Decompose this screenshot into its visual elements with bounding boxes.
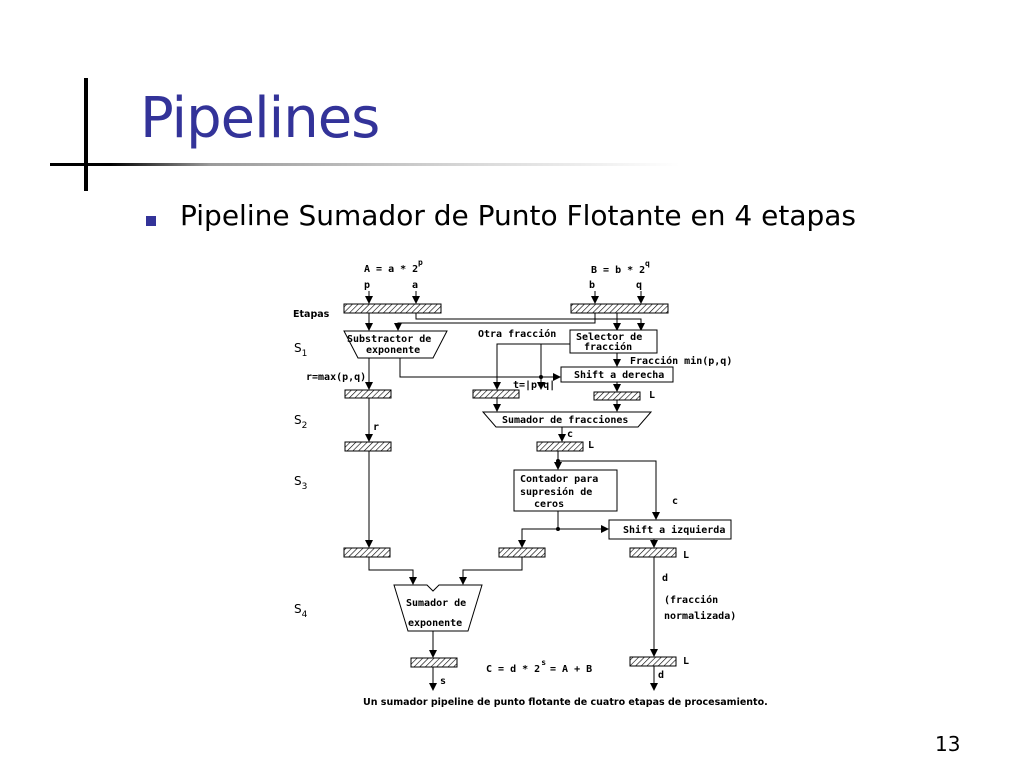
label-q: q bbox=[636, 280, 642, 291]
etapas-label: Etapas bbox=[293, 309, 330, 320]
sumador-exponente-block bbox=[393, 584, 483, 632]
s-label: s bbox=[440, 676, 446, 687]
t-eq-label: t=|p-q| bbox=[513, 380, 555, 391]
d-label-2: d bbox=[658, 670, 664, 681]
page-number: 13 bbox=[935, 732, 961, 756]
fraccion-normalizada-2: normalizada) bbox=[664, 610, 736, 622]
substractor-label-1: Substractor de bbox=[347, 334, 431, 345]
label-a: a bbox=[412, 280, 418, 291]
sumador-fracciones-block bbox=[481, 411, 653, 428]
fraccion-min-label: Fracción min(p,q) bbox=[630, 355, 732, 367]
d-label: d bbox=[662, 573, 668, 584]
L-label-3: L bbox=[683, 550, 689, 561]
shift-izquierda-block bbox=[608, 519, 732, 540]
sumador-fracciones-label: Sumador de fracciones bbox=[502, 414, 628, 426]
bullet-square-icon bbox=[146, 216, 156, 226]
arrow-contador-latch bbox=[518, 528, 558, 548]
substractor-exponente-block bbox=[343, 330, 448, 359]
latch-s1-otra bbox=[472, 389, 520, 399]
substractor-label-2: exponente bbox=[366, 345, 420, 356]
input-a-label: A = a * 2 bbox=[364, 264, 418, 275]
label-b: b bbox=[589, 280, 595, 291]
contador-label-1: Contador para bbox=[520, 474, 598, 485]
diagram-caption: Un sumador pipeline de punto flotante de… bbox=[363, 697, 768, 708]
vertical-accent-bar bbox=[84, 78, 88, 191]
label-p: p bbox=[364, 280, 370, 291]
input-b-label: B = b * 2 bbox=[591, 265, 645, 276]
stage-s4-label: S4 bbox=[294, 602, 308, 620]
c-label: c bbox=[567, 429, 573, 440]
otra-fraccion-label: Otra fracción bbox=[478, 328, 556, 340]
shift-derecha-label: Shift a derecha bbox=[574, 369, 664, 381]
selector-fraccion-block bbox=[569, 329, 658, 354]
shift-izquierda-label: Shift a izquierda bbox=[623, 524, 725, 536]
c-label-2: c bbox=[672, 496, 678, 507]
L-label-4: L bbox=[683, 656, 689, 667]
fraccion-normalizada-1: (fracción bbox=[664, 594, 718, 606]
input-b-exponent: q bbox=[645, 259, 650, 268]
latch-input-b bbox=[570, 303, 669, 314]
latch-input-a bbox=[343, 303, 442, 314]
latch-s3-ceros bbox=[498, 547, 546, 558]
bullet-text: Pipeline Sumador de Punto Flotante en 4 … bbox=[180, 199, 857, 232]
arrow-q-substractor bbox=[394, 313, 596, 331]
selector-label-2: fracción bbox=[584, 341, 632, 353]
stage-s2-label: S2 bbox=[294, 413, 307, 431]
r-max-label: r=max(p,q) bbox=[306, 372, 366, 383]
arrow-c-shift-izq bbox=[558, 460, 660, 520]
L-label-1: L bbox=[649, 390, 655, 401]
arrow-r-sumador-exp bbox=[368, 557, 417, 585]
latch-s4-s bbox=[410, 657, 458, 668]
arrow-ceros-sumador-exp bbox=[459, 557, 523, 585]
sumador-exp-label-1: Sumador de bbox=[406, 598, 466, 609]
slide-title: Pipelines bbox=[140, 86, 380, 151]
sumador-exp-label-2: exponente bbox=[408, 618, 462, 629]
latch-s1-r bbox=[344, 389, 392, 399]
arrow-t-shift bbox=[399, 358, 561, 381]
arrow-a-selector bbox=[415, 313, 645, 331]
stage-s3-label: S3 bbox=[294, 474, 307, 492]
contador-label-2: supresión de bbox=[520, 486, 592, 498]
r-label: r bbox=[373, 422, 379, 433]
latch-s2-c bbox=[536, 441, 584, 452]
input-a-exponent: p bbox=[418, 258, 423, 267]
contador-label-3: ceros bbox=[534, 499, 564, 510]
contador-block bbox=[513, 469, 618, 512]
horizontal-accent-bar bbox=[50, 163, 680, 166]
latch-s3-shift bbox=[629, 547, 677, 558]
stage-s1-label: S1 bbox=[294, 341, 307, 359]
result-equation: C = d * 2s= A + B bbox=[486, 658, 592, 675]
latch-s4-d bbox=[629, 656, 677, 667]
latch-s1-shift bbox=[593, 391, 641, 401]
L-label-2: L bbox=[588, 440, 594, 451]
line-t-selector bbox=[540, 343, 569, 377]
latch-s3-r bbox=[343, 547, 391, 558]
latch-s2-r bbox=[344, 441, 392, 452]
selector-label-1: Selector de bbox=[576, 332, 642, 343]
